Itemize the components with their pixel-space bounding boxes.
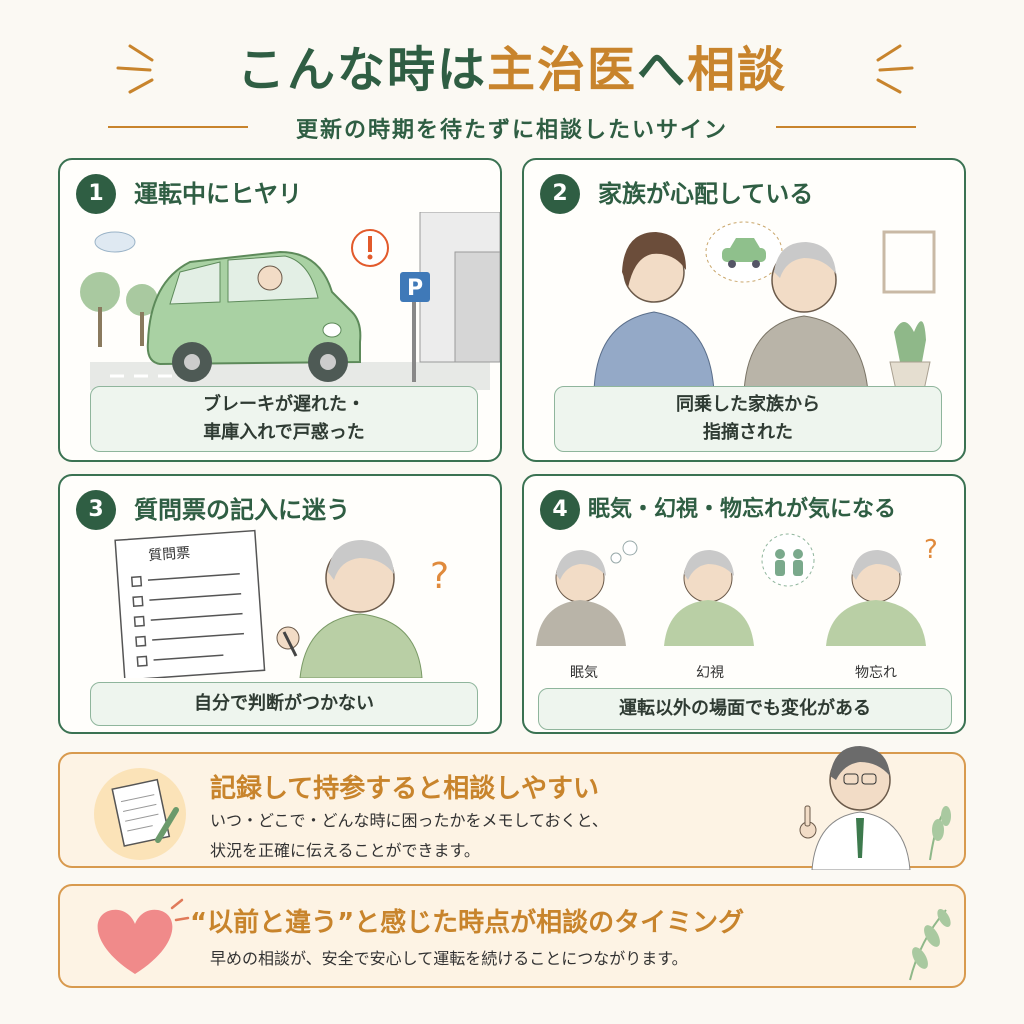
symptom-label: 物忘れ [855, 665, 897, 681]
caption-line-2: 車庫入れで戸惑った [203, 422, 365, 443]
subtitle-line-right [776, 126, 916, 128]
card-number: 4 [540, 490, 580, 530]
symptom-label: 眠気 [570, 665, 598, 681]
questionnaire-sheet-icon [114, 529, 266, 678]
car-illustration: P [80, 212, 500, 390]
memo-line-2: 状況を正確に伝えることができます。 [210, 841, 480, 860]
notepad-icon [94, 768, 186, 860]
memo-line-1: いつ・どこで・どんな時に困ったかをメモしておくと、 [210, 811, 608, 830]
page-title: こんな時は主治医へ相談 [0, 30, 1024, 100]
memo-body: いつ・どこで・どんな時に困ったかをメモしておくと、 状況を正確に伝えることができ… [210, 806, 608, 866]
timing-title: “以前と違う”と感じた時点が相談のタイミング [190, 908, 745, 938]
caption-line-1: ブレーキが遅れた・ [203, 394, 365, 415]
card-number: 3 [76, 490, 116, 530]
sign-card-1: 1 運転中にヒヤリ P ブレーキが遅れた・ 車庫入れで戸惑った [58, 158, 502, 462]
symptoms-illustration: ? [536, 533, 938, 646]
title-text-1: こんな時は [236, 42, 487, 98]
card-number: 1 [76, 174, 116, 214]
leaf-sprig-icon [909, 908, 951, 981]
sign-card-4: 4 眠気・幻視・物忘れが気になる ? 眠気 幻視 物忘れ 運転以外の場面でも変化… [522, 474, 966, 734]
title-text-4: 相談 [687, 42, 788, 98]
card-title: 質問票の記入に迷う [134, 496, 350, 524]
timing-tip-card: “以前と違う”と感じた時点が相談のタイミング 早めの相談が、安全で安心して運転を… [58, 884, 966, 988]
sign-card-3: 3 質問票の記入に迷う 質問票 ? 自分で判断がつかない [58, 474, 502, 734]
svg-text:?: ? [924, 535, 938, 565]
card-caption: 自分で判断がつかない [90, 682, 478, 726]
card-number: 2 [540, 174, 580, 214]
timing-body: 早めの相談が、安全で安心して運転を続けることにつながります。 [210, 949, 688, 968]
hallucination-person-icon [664, 533, 815, 646]
forgetful-person-icon: ? [826, 535, 938, 646]
sign-card-2: 2 家族が心配している 同乗した家族から 指摘された [522, 158, 966, 462]
question-mark-icon: ? [430, 556, 449, 597]
sparkle-right-icon [876, 44, 914, 94]
caption-line-1: 運転以外の場面でも変化がある [619, 698, 871, 719]
card-caption: 運転以外の場面でも変化がある [538, 688, 952, 730]
memo-title: 記録して持参すると相談しやすい [210, 774, 599, 804]
doctor-illustration [799, 746, 951, 870]
symptom-label: 幻視 [696, 665, 724, 681]
title-text-2: 主治医 [486, 42, 637, 98]
sheet-title: 質問票 [148, 545, 191, 564]
card-title: 運転中にヒヤリ [134, 180, 302, 208]
heart-icon [97, 898, 190, 974]
card-title: 眠気・幻視・物忘れが気になる [588, 497, 897, 522]
caption-line-1: 同乗した家族から [676, 394, 820, 415]
sleepy-person-icon [536, 540, 638, 646]
card-caption: ブレーキが遅れた・ 車庫入れで戸惑った [90, 386, 478, 452]
parking-sign-letter: P [407, 276, 423, 301]
page-subtitle: 更新の時期を待たずに相談したいサイン [295, 118, 728, 143]
card-caption: 同乗した家族から 指摘された [554, 386, 942, 452]
card-title: 家族が心配している [598, 180, 814, 208]
family-illustration [593, 221, 936, 392]
subtitle-line-left [108, 126, 248, 128]
questionnaire-illustration: 質問票 ? [114, 529, 449, 678]
title-text-3: へ [637, 42, 688, 98]
caption-line-2: 指摘された [703, 422, 793, 443]
sparkle-left-icon [116, 44, 154, 94]
memo-tip-card: 記録して持参すると相談しやすい いつ・どこで・どんな時に困ったかをメモしておくと… [58, 746, 966, 870]
caption-line-1: 自分で判断がつかない [194, 693, 374, 714]
parking-sign-icon [400, 272, 430, 302]
